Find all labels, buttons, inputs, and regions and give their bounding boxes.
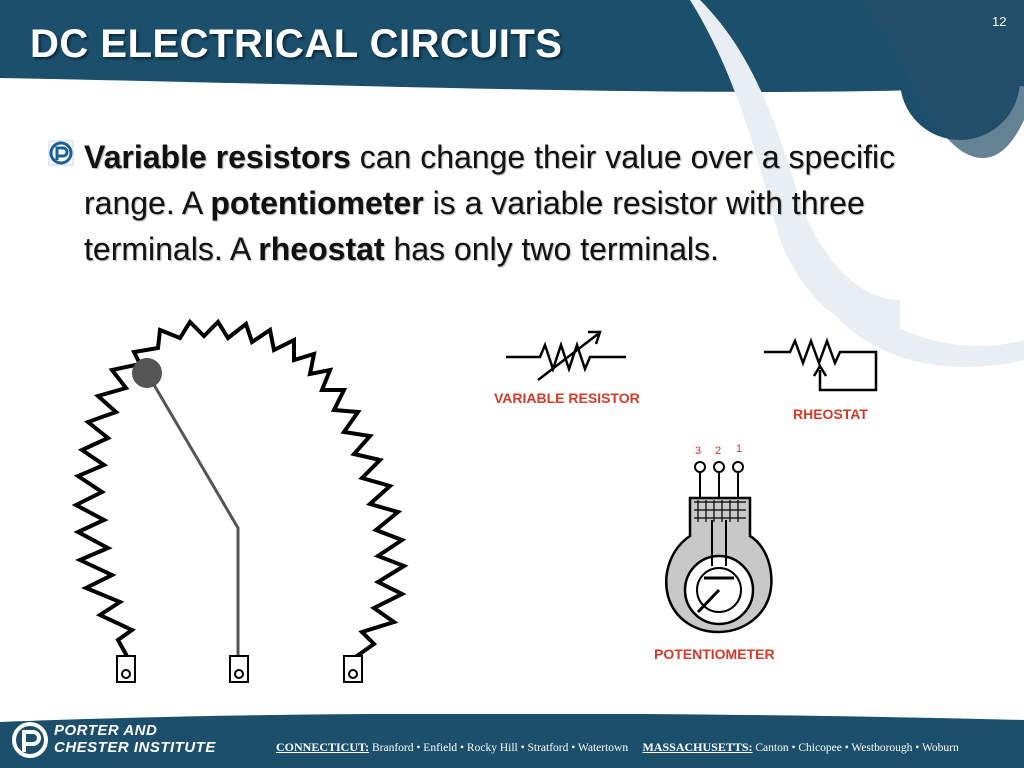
footer-band: [0, 714, 1024, 768]
footer-ct-locations: Branford • Enfield • Rocky Hill • Stratf…: [369, 742, 629, 754]
footer-ma-label: MASSACHUSETTS:: [642, 740, 753, 754]
term-variable-resistors: Variable resistors: [84, 139, 351, 175]
footer-logo-line1: PORTER AND: [54, 722, 158, 739]
body-text-1: can change their value over a specific r…: [84, 139, 896, 221]
slide-title: DC ELECTRICAL CIRCUITS: [30, 22, 563, 66]
body-text-3: has only two terminals.: [384, 231, 719, 267]
footer-ct-label: CONNECTICUT:: [276, 740, 370, 754]
footer-logo-line2: CHESTER INSTITUTE: [54, 739, 216, 756]
body-text-2: is a variable resistor with three termin…: [84, 185, 865, 267]
pci-bullet-icon: [48, 140, 74, 166]
footer-ma-locations: Canton • Chicopee • Westborough • Woburn: [752, 742, 959, 754]
term-potentiometer: potentiometer: [210, 185, 424, 221]
term-rheostat: rheostat: [258, 231, 385, 267]
bullet-paragraph: Variable resistors can change their valu…: [84, 134, 964, 272]
page-number: 12: [992, 14, 1007, 29]
pci-logo-icon: [12, 722, 48, 758]
footer-logo-text: PORTER AND CHESTER INSTITUTE: [54, 722, 216, 756]
footer-locations: CONNECTICUT: Branford • Enfield • Rocky …: [276, 740, 1016, 755]
